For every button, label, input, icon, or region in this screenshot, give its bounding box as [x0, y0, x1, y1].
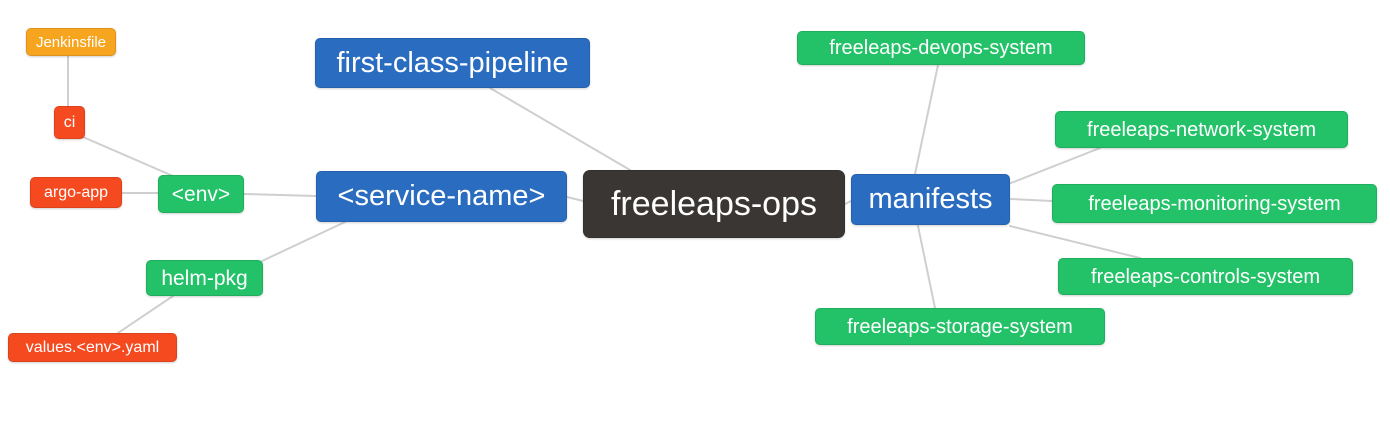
node-freeleaps-monitoring-system[interactable]: freeleaps-monitoring-system — [1052, 184, 1377, 223]
edge-manifests-network — [1010, 147, 1101, 184]
node-manifests[interactable]: manifests — [851, 174, 1010, 225]
edge-manifests-monitoring — [1010, 198, 1053, 202]
edge-manifests-storage — [917, 225, 936, 309]
node-helm-pkg[interactable]: helm-pkg — [146, 260, 263, 296]
node-ci[interactable]: ci — [54, 106, 85, 139]
node-jenkinsfile[interactable]: Jenkinsfile — [26, 28, 116, 56]
node-service-name[interactable]: <service-name> — [316, 171, 567, 222]
node-first-class-pipeline[interactable]: first-class-pipeline — [315, 38, 590, 88]
edge-env-service-name — [243, 193, 317, 197]
node-argo-app[interactable]: argo-app — [30, 177, 122, 208]
edge-ops-manifests — [844, 200, 852, 205]
edge-service-name-helm-pkg — [261, 221, 346, 262]
node-freeleaps-storage-system[interactable]: freeleaps-storage-system — [815, 308, 1105, 345]
node-freeleaps-network-system[interactable]: freeleaps-network-system — [1055, 111, 1348, 148]
edge-service-name-ops — [566, 196, 584, 202]
edge-manifests-devops — [914, 64, 939, 175]
node-values-env-yaml[interactable]: values.<env>.yaml — [8, 333, 177, 362]
node-freeleaps-controls-system[interactable]: freeleaps-controls-system — [1058, 258, 1353, 295]
edge-first-class-ops — [489, 87, 631, 171]
node-env[interactable]: <env> — [158, 175, 244, 213]
node-freeleaps-devops-system[interactable]: freeleaps-devops-system — [797, 31, 1085, 65]
edge-helm-pkg-values — [117, 295, 174, 334]
edge-manifests-controls — [1009, 225, 1141, 259]
edge-ci-env — [82, 136, 174, 177]
node-freeleaps-ops-root[interactable]: freeleaps-ops — [583, 170, 845, 238]
